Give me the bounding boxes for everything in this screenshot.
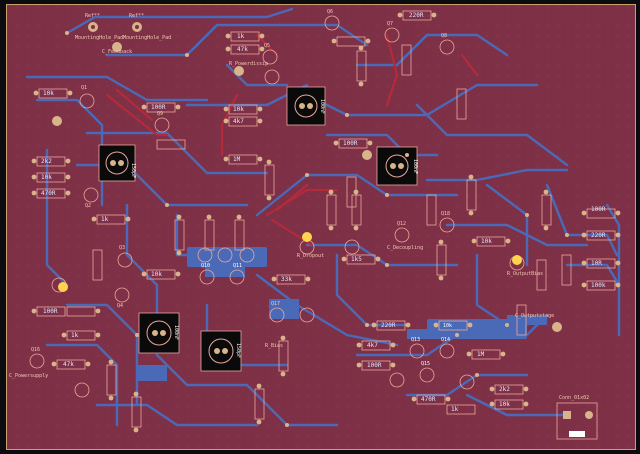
label-r32: 470R bbox=[421, 396, 436, 403]
label-r23: 1k bbox=[71, 332, 79, 339]
label-q8: Q8 bbox=[441, 33, 447, 39]
label-q11: Q11 bbox=[233, 263, 242, 269]
ic-u3[interactable]: 100nF bbox=[376, 146, 418, 186]
label-r33: 1k bbox=[451, 406, 459, 413]
mounting-hole-h2[interactable]: Ref** MountingHole_Pad bbox=[123, 13, 171, 41]
label-q10: Q10 bbox=[201, 263, 210, 269]
capacitors bbox=[52, 42, 562, 332]
label-r28: 100R bbox=[367, 362, 382, 369]
label-r2: 100R bbox=[151, 104, 166, 111]
label-r16: 1k5 bbox=[351, 256, 362, 263]
label-r24: 47k bbox=[63, 361, 74, 368]
grid bbox=[7, 5, 637, 451]
label-r31: 10k bbox=[499, 401, 510, 408]
label-q5: Q5 bbox=[264, 43, 270, 49]
ic-u5-value: 150pF bbox=[235, 343, 241, 358]
label-r18: 220R bbox=[591, 232, 606, 239]
label-q4: Q4 bbox=[117, 303, 123, 309]
label-r12: 470R bbox=[41, 190, 56, 197]
label-r-bias: R_Bias bbox=[265, 343, 283, 349]
label-q14: Q14 bbox=[441, 337, 450, 343]
transistors bbox=[29, 15, 525, 398]
label-r14: 10k bbox=[151, 271, 162, 278]
ic-u3-value: 100nF bbox=[412, 159, 418, 174]
ic-u4[interactable]: 100nF bbox=[138, 312, 180, 354]
label-r27: 4k7 bbox=[367, 342, 378, 349]
label-r4: 47k bbox=[237, 46, 248, 53]
pcb-board[interactable]: 150pF 100nF 100nF 100nF bbox=[6, 4, 637, 451]
component-labels: C_Feedback R_Powerdissip C_Decoupling R_… bbox=[9, 9, 606, 413]
mounting-hole-h2-ref: Ref** bbox=[129, 13, 144, 19]
label-q1: Q1 bbox=[81, 85, 87, 91]
label-q3: Q3 bbox=[119, 245, 125, 251]
ic-u1[interactable]: 150pF bbox=[98, 144, 136, 182]
label-r13: 1k bbox=[101, 216, 109, 223]
label-r21: 10k bbox=[481, 238, 492, 245]
label-c-decoupling: C_Decoupling bbox=[387, 245, 423, 251]
label-r-dropout: R_Dropout bbox=[297, 253, 324, 259]
connector-j1[interactable]: Conn_01x02 bbox=[556, 395, 598, 440]
label-r20: 100k bbox=[591, 282, 606, 289]
label-r3: 1k bbox=[237, 33, 245, 40]
label-r15: 33k bbox=[281, 276, 292, 283]
label-q18: Q18 bbox=[441, 211, 450, 217]
ic-u2[interactable]: 100nF bbox=[286, 86, 326, 126]
label-r19: 10R bbox=[591, 260, 602, 267]
label-r9: 1M bbox=[233, 156, 241, 163]
label-r7: 4k7 bbox=[233, 118, 244, 125]
ic-u2-value: 100nF bbox=[319, 99, 325, 114]
label-r11: 10k bbox=[41, 174, 52, 181]
label-c-powersupply: C_Powersupply bbox=[9, 373, 48, 379]
ic-u5[interactable]: 150pF bbox=[200, 330, 242, 372]
label-q9: Q9 bbox=[157, 111, 163, 117]
label-r-outputbias: R_OutputBias bbox=[507, 271, 543, 277]
label-q13: Q13 bbox=[411, 337, 420, 343]
label-c-outputstage: C_Outputstage bbox=[515, 313, 554, 319]
ic-u4-value: 100nF bbox=[173, 325, 179, 340]
label-q6: Q6 bbox=[327, 9, 333, 15]
label-q7: Q7 bbox=[387, 21, 393, 27]
connector-j1-value: Conn_01x02 bbox=[559, 395, 589, 401]
silkscreen-resistors bbox=[36, 10, 616, 428]
label-r30: 2k2 bbox=[499, 386, 510, 393]
label-q16: Q16 bbox=[31, 347, 40, 353]
label-r-powerdissip: R_Powerdissip bbox=[229, 61, 268, 67]
label-r26: 10k bbox=[443, 323, 452, 329]
label-r1: 10k bbox=[43, 90, 54, 97]
label-r17: 100R bbox=[591, 206, 606, 213]
pcb-drawing[interactable]: 150pF 100nF 100nF 100nF bbox=[7, 5, 637, 451]
mounting-hole-h1-ref: Ref** bbox=[85, 13, 100, 19]
label-r10: 2k2 bbox=[41, 158, 52, 165]
mounting-hole-h1[interactable]: Ref** MountingHole_Pad bbox=[75, 13, 123, 41]
label-r8: 100R bbox=[343, 140, 358, 147]
label-q2: Q2 bbox=[85, 203, 91, 209]
label-r25: 220R bbox=[381, 322, 396, 329]
label-r6: 10k bbox=[233, 106, 244, 113]
mounting-hole-h1-value: MountingHole_Pad bbox=[75, 35, 123, 41]
bottom-copper-zones bbox=[137, 247, 547, 381]
resistor-pads bbox=[31, 12, 621, 433]
label-r5: 220R bbox=[409, 12, 424, 19]
ic-u1-value: 150pF bbox=[130, 163, 136, 178]
label-c-feedback: C_Feedback bbox=[102, 49, 132, 55]
vias bbox=[65, 31, 569, 427]
label-q12: Q12 bbox=[397, 221, 406, 227]
label-r29: 1M bbox=[477, 351, 485, 358]
label-q17: Q17 bbox=[271, 301, 280, 307]
label-q15: Q15 bbox=[421, 361, 430, 367]
top-copper-tracks bbox=[105, 33, 479, 247]
mounting-hole-h2-value: MountingHole_Pad bbox=[123, 35, 171, 41]
label-r22: 100R bbox=[43, 308, 58, 315]
